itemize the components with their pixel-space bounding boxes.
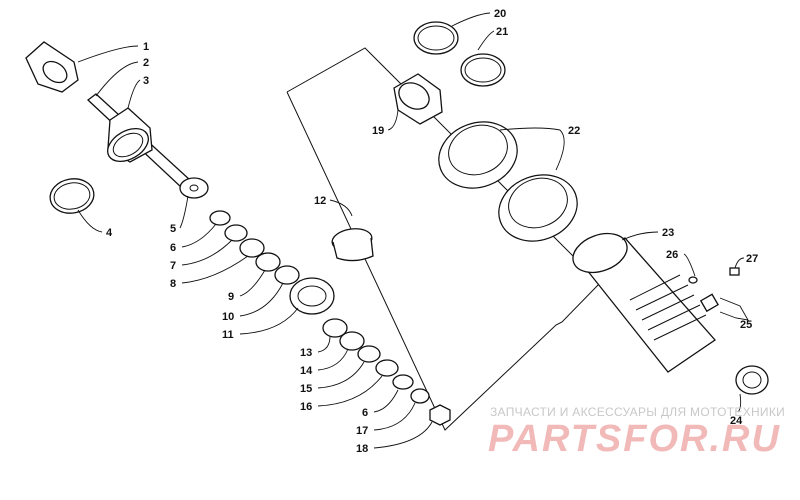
assembly-boundary bbox=[286, 47, 601, 431]
part-5-washer bbox=[179, 177, 209, 199]
callout-26: 26 bbox=[666, 249, 678, 261]
part-14-washer bbox=[339, 331, 365, 351]
part-1-eye-mount bbox=[25, 41, 79, 93]
callout-14: 14 bbox=[300, 365, 313, 377]
callout-10: 10 bbox=[222, 311, 234, 323]
part-4-o-ring bbox=[49, 178, 95, 214]
callout-labels: 1 2 3 4 5 6 7 8 9 10 11 12 13 14 15 16 6… bbox=[106, 8, 758, 455]
callout-5: 5 bbox=[170, 223, 176, 235]
callout-6b: 6 bbox=[362, 407, 368, 419]
callout-13: 13 bbox=[300, 347, 312, 359]
callout-20: 20 bbox=[494, 8, 506, 20]
callout-27: 27 bbox=[746, 253, 758, 265]
part-22-rings bbox=[438, 121, 578, 242]
part-27-valve-cap bbox=[729, 267, 740, 276]
washer-stack bbox=[179, 177, 451, 426]
callout-17: 17 bbox=[356, 425, 368, 437]
part-24-end-eye bbox=[735, 365, 769, 395]
part-8-washer bbox=[239, 238, 265, 258]
callout-19: 19 bbox=[372, 125, 384, 137]
part-19-seal-head bbox=[393, 73, 443, 125]
part-12-band bbox=[331, 228, 374, 262]
callout-16: 16 bbox=[300, 401, 312, 413]
part-26-o-ring bbox=[688, 276, 698, 284]
part-18-nut bbox=[429, 404, 451, 426]
part-11-piston bbox=[289, 277, 335, 315]
watermark-tagline: ЗАПЧАСТИ И АКСЕССУАРЫ ДЛЯ МОТОТЕХНИКИ bbox=[490, 405, 786, 419]
part-15-washer bbox=[357, 345, 381, 363]
leader-lines bbox=[77, 12, 749, 449]
callout-11: 11 bbox=[222, 329, 234, 341]
part-2-3-shaft-cap bbox=[86, 93, 191, 189]
part-20-ring bbox=[413, 21, 459, 55]
callout-3: 3 bbox=[143, 75, 149, 87]
callout-15: 15 bbox=[300, 383, 312, 395]
callout-1: 1 bbox=[143, 41, 149, 53]
callout-23: 23 bbox=[662, 227, 674, 239]
part-7-washer bbox=[224, 224, 248, 242]
part-17-washer bbox=[410, 388, 430, 404]
callout-24: 24 bbox=[730, 415, 743, 427]
part-10-washer bbox=[274, 265, 300, 285]
callout-6: 6 bbox=[170, 242, 176, 254]
callout-2: 2 bbox=[143, 57, 149, 69]
callout-21: 21 bbox=[496, 26, 508, 38]
part-13-washer bbox=[322, 318, 348, 338]
callout-12: 12 bbox=[314, 195, 326, 207]
callout-8: 8 bbox=[170, 278, 176, 290]
callout-4: 4 bbox=[106, 227, 113, 239]
part-9-washer bbox=[255, 252, 281, 272]
callout-25: 25 bbox=[740, 319, 752, 331]
callout-22: 22 bbox=[568, 125, 580, 137]
part-6b-washer bbox=[392, 374, 414, 390]
part-16-washer bbox=[375, 359, 399, 377]
part-4-o-ring-inner bbox=[53, 182, 91, 210]
part-6-washer bbox=[209, 210, 231, 226]
callout-18: 18 bbox=[356, 443, 368, 455]
part-21-ring bbox=[460, 53, 506, 87]
callout-9: 9 bbox=[228, 291, 234, 303]
part-25-valve bbox=[699, 293, 719, 313]
part-23-body bbox=[572, 232, 716, 373]
callout-7: 7 bbox=[170, 260, 176, 272]
watermark-logo: PARTSFOR.RU bbox=[488, 418, 781, 460]
